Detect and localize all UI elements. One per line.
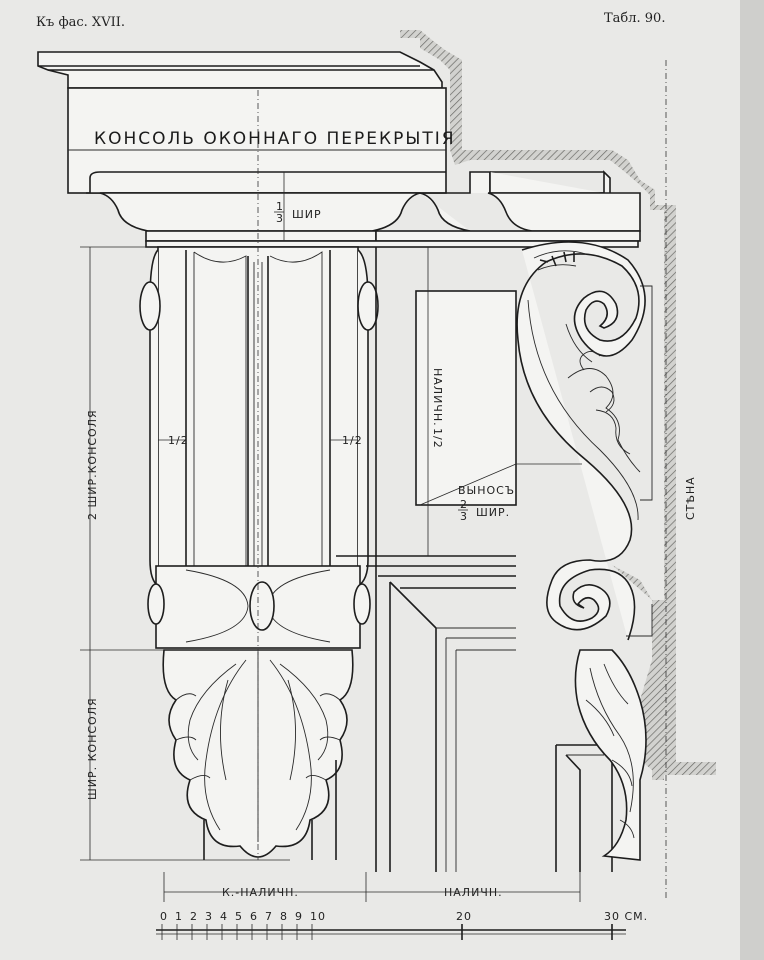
label-nalichn: НАЛИЧН. <box>444 886 503 899</box>
label-projection-width: ШИР. <box>476 506 510 519</box>
scale-tick-label: 6 <box>250 910 258 923</box>
front-console <box>139 246 379 649</box>
label-wall: СТѢНА <box>684 476 697 520</box>
scale-tick-label: 10 <box>310 910 326 923</box>
svg-text:1/2: 1/2 <box>342 434 363 447</box>
dimension-nalichn: НАЛИЧН. 1/2 <box>427 247 444 556</box>
svg-text:1: 1 <box>276 200 284 213</box>
dimension-third-width: 1 3 ШИР <box>274 172 322 241</box>
scale-label-20: 20 <box>456 910 472 923</box>
label-projection: ВЫНОСЪ <box>458 484 515 497</box>
label-two-width-console: 2 ШИР.КОНСОЛЯ <box>86 409 99 520</box>
scale-tick-label: 1 <box>175 910 183 923</box>
dimension-bottom: К.-НАЛИЧН. НАЛИЧН. <box>163 872 581 902</box>
scale-tick-label: 3 <box>205 910 213 923</box>
svg-text:1/2: 1/2 <box>168 434 189 447</box>
svg-text:1/2: 1/2 <box>431 428 444 449</box>
page-gutter <box>740 0 764 960</box>
svg-text:3: 3 <box>276 212 284 225</box>
svg-text:НАЛИЧН.: НАЛИЧН. <box>431 368 444 427</box>
dimension-left: 2 ШИР.КОНСОЛЯ ШИР. КОНСОЛЯ <box>80 246 290 861</box>
scale-tick-label: 9 <box>295 910 303 923</box>
projection-label: ВЫНОСЪ 2 3 ШИР. <box>419 463 582 523</box>
dimension-halves: 1/2 1/2 <box>158 434 363 447</box>
scale-tick-label: 0 <box>160 910 168 923</box>
header-right: Табл. 90. <box>604 11 665 26</box>
drawing-title: КОНСОЛЬ ОКОННАГО ПЕРЕКРЫТІЯ <box>94 129 456 149</box>
scale-tick-label: 7 <box>265 910 273 923</box>
scale-tick-label: 5 <box>235 910 243 923</box>
scale-tick-label: 8 <box>280 910 288 923</box>
label-third-width: ШИР <box>292 208 322 221</box>
header-left: Къ фас. XVII. <box>36 15 125 30</box>
side-console-profile <box>516 241 653 861</box>
scale-tick-label: 2 <box>190 910 198 923</box>
svg-text:3: 3 <box>460 510 468 523</box>
svg-text:2: 2 <box>460 498 468 511</box>
scale-tick-label: 4 <box>220 910 228 923</box>
scale-label-end: 30 СМ. <box>604 910 648 923</box>
label-k-nalichn: К.-НАЛИЧН. <box>222 886 299 899</box>
label-width-console: ШИР. КОНСОЛЯ <box>86 697 99 800</box>
cornice <box>37 51 641 248</box>
